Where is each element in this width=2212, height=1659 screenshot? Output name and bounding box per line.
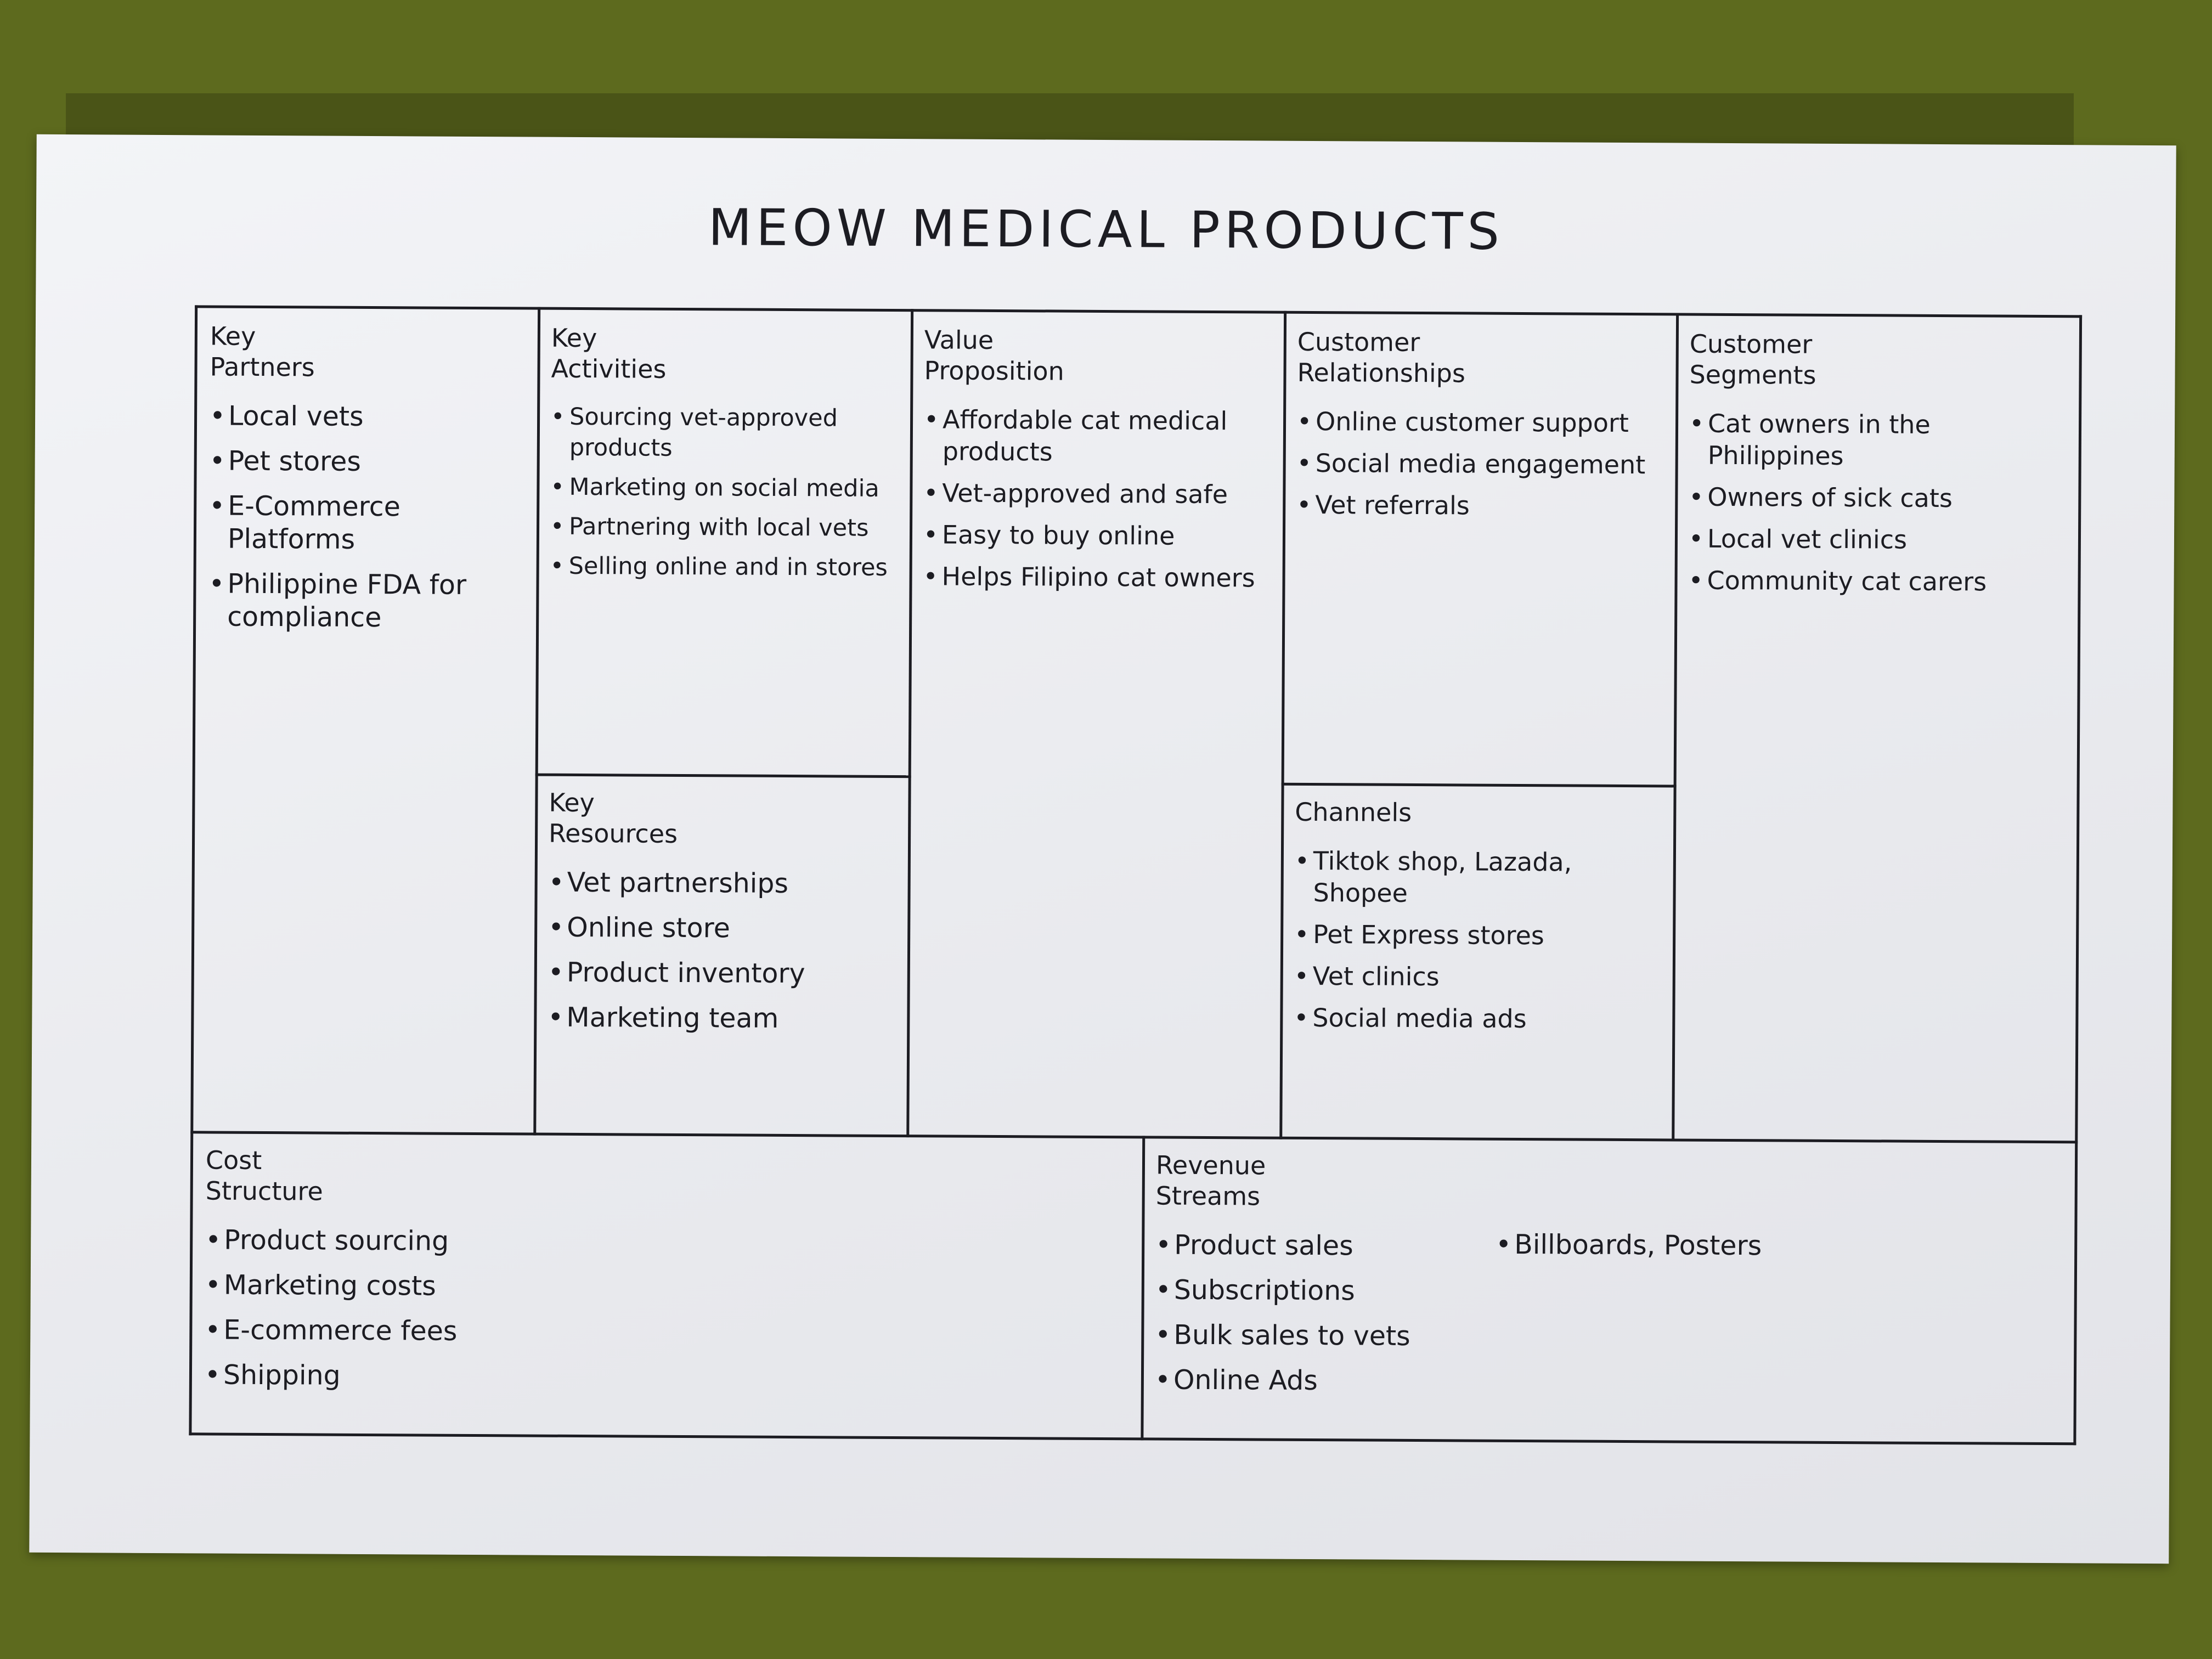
list-key-partners: Local vets Pet stores E-Commerce Platfor…	[208, 399, 528, 635]
grid-divider-relationships-channels	[1281, 782, 1677, 788]
list-item: Affordable cat medical products	[924, 403, 1276, 469]
block-title-customer-segments: Customer Segments	[1689, 329, 1816, 390]
list-item: Owners of sick cats	[1689, 481, 2067, 515]
list-item: Billboards, Posters	[1496, 1228, 1989, 1264]
list-item: E-Commerce Platforms	[209, 489, 528, 557]
list-item: Helps Filipino cat owners	[923, 560, 1274, 594]
list-item: Subscriptions	[1155, 1274, 1496, 1308]
business-model-canvas: Key Partners Local vets Pet stores E-Com…	[189, 305, 2083, 1446]
list-item: Social media ads	[1294, 1002, 1667, 1036]
list-item: Vet-approved and safe	[923, 477, 1274, 510]
page-title: MEOW MEDICAL PRODUCTS	[708, 198, 1504, 261]
list-item: Bulk sales to vets	[1155, 1319, 1495, 1353]
grid-divider-relationships-segments	[1672, 313, 1679, 1142]
list-item: Marketing on social media	[550, 472, 901, 504]
list-item: Cat owners in the Philippines	[1689, 408, 2068, 473]
block-customer-segments: Customer Segments Cat owners in the Phil…	[1688, 329, 2068, 608]
block-title-key-partners: Key Partners	[210, 321, 315, 382]
block-title-channels: Channels	[1295, 797, 1412, 827]
list-item: Pet stores	[210, 444, 528, 479]
grid-line-middle	[190, 1131, 2078, 1144]
list-item: E-commerce fees	[205, 1313, 1132, 1351]
list-item: Tiktok shop, Lazada, Shopee	[1294, 845, 1668, 911]
block-channels: Channels Tiktok shop, Lazada, Shopee Pet…	[1294, 797, 1668, 1046]
list-item: Vet referrals	[1296, 489, 1669, 523]
list-customer-relationships: Online customer support Social media eng…	[1296, 405, 1670, 523]
block-title-customer-relationships: Customer Relationships	[1297, 326, 1466, 388]
list-item: Partnering with local vets	[550, 511, 901, 544]
grid-divider-cost-revenue	[1141, 1136, 1146, 1441]
grid-line-right	[2073, 315, 2083, 1446]
grid-divider-partners-activities	[533, 307, 541, 1136]
grid-divider-value-relationships	[1279, 311, 1287, 1139]
list-revenue-streams-extra: Billboards, Posters	[1496, 1228, 1989, 1264]
list-item: Marketing costs	[205, 1268, 1132, 1306]
list-item: Marketing team	[548, 1001, 899, 1036]
list-value-proposition: Affordable cat medical products Vet-appr…	[923, 403, 1275, 594]
list-item: Shipping	[205, 1358, 1132, 1396]
list-channels: Tiktok shop, Lazada, Shopee Pet Express …	[1294, 845, 1668, 1036]
block-title-key-activities: Key Activities	[551, 323, 667, 384]
block-title-cost-structure: Cost Structure	[205, 1145, 323, 1206]
list-item: Local vet clinics	[1689, 523, 2067, 557]
block-revenue-streams-extra: Billboards, Posters	[1496, 1228, 1989, 1276]
list-item: Sourcing vet-approved products	[551, 402, 902, 465]
list-item: Online Ads	[1155, 1364, 1495, 1398]
list-item: Philippine FDA for compliance	[208, 567, 527, 635]
block-title-value-proposition: Value Proposition	[924, 325, 1064, 386]
list-item: Selling online and in stores	[550, 551, 901, 583]
block-key-activities: Key Activities Sourcing vet-approved pro…	[550, 323, 902, 592]
list-item: Online store	[548, 911, 899, 946]
grid-line-bottom	[189, 1432, 2076, 1446]
list-item: Social media engagement	[1297, 447, 1670, 481]
grid-divider-activities-resources	[535, 773, 911, 778]
list-item: Easy to buy online	[923, 518, 1274, 552]
list-item: Product sourcing	[205, 1223, 1132, 1261]
grid-divider-activities-value	[906, 309, 914, 1138]
list-revenue-streams: Product sales Subscriptions Bulk sales t…	[1155, 1229, 1496, 1398]
list-item: Local vets	[210, 399, 528, 434]
list-item: Product sales	[1155, 1229, 1496, 1263]
block-cost-structure: Cost Structure Product sourcing Marketin…	[205, 1144, 1133, 1408]
grid-line-left	[189, 305, 198, 1436]
block-title-key-resources: Key Resources	[548, 787, 678, 849]
list-item: Pet Express stores	[1294, 918, 1667, 952]
list-item: Online customer support	[1297, 405, 1670, 439]
list-item: Product inventory	[548, 956, 899, 991]
block-key-resources: Key Resources Vet partnerships Online st…	[548, 787, 900, 1048]
block-revenue-streams: Revenue Streams Product sales Subscripti…	[1155, 1150, 1496, 1410]
list-cost-structure: Product sourcing Marketing costs E-comme…	[205, 1223, 1133, 1396]
list-key-activities: Sourcing vet-approved products Marketing…	[550, 402, 902, 583]
list-key-resources: Vet partnerships Online store Product in…	[548, 866, 900, 1036]
block-customer-relationships: Customer Relationships Online customer s…	[1296, 326, 1671, 533]
paper-sheet: MEOW MEDICAL PRODUCTS Key Partners Local…	[29, 134, 2176, 1564]
list-item: Vet partnerships	[549, 866, 900, 901]
list-item: Community cat carers	[1688, 565, 2067, 599]
list-customer-segments: Cat owners in the Philippines Owners of …	[1688, 408, 2068, 599]
grid-line-top	[195, 305, 2083, 318]
list-item: Vet clinics	[1294, 960, 1667, 994]
block-key-partners: Key Partners Local vets Pet stores E-Com…	[208, 320, 528, 647]
block-value-proposition: Value Proposition Affordable cat medical…	[923, 324, 1276, 603]
block-title-revenue-streams: Revenue Streams	[1155, 1150, 1266, 1211]
